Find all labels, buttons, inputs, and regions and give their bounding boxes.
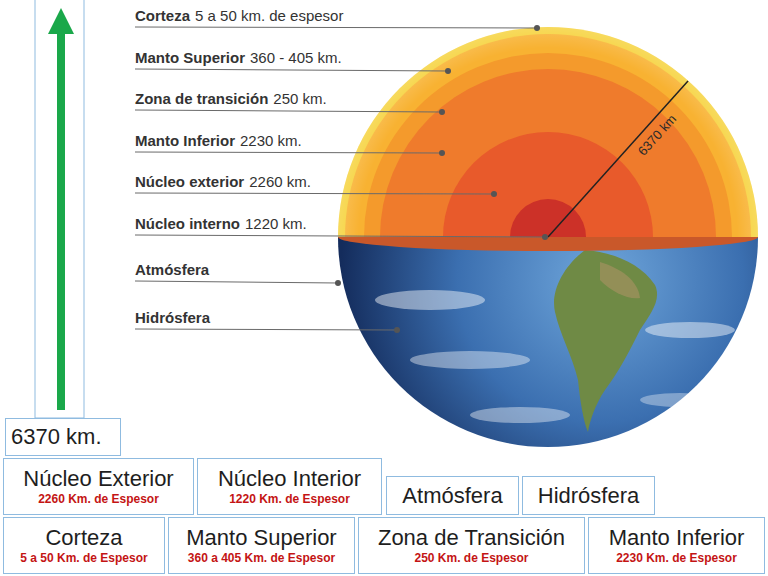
callout-name: Corteza bbox=[135, 7, 190, 24]
layer-box: Núcleo Interior1220 Km. de Espesor bbox=[197, 458, 382, 515]
callout-value: 250 km. bbox=[273, 90, 326, 107]
callout-name: Zona de transición bbox=[135, 90, 268, 107]
leader-dot bbox=[439, 150, 445, 156]
leader-line bbox=[135, 152, 442, 153]
leader-line bbox=[135, 110, 442, 112]
callout-value: 2230 km. bbox=[240, 132, 302, 149]
callout-row: Manto Superior 360 - 405 km. bbox=[135, 49, 342, 67]
layer-name: Manto Superior bbox=[186, 525, 336, 551]
callout-name: Núcleo interno bbox=[135, 215, 240, 232]
depth-box: 6370 km. bbox=[5, 418, 121, 456]
callout-row: Núcleo interno 1220 km. bbox=[135, 215, 307, 233]
arrow-frame bbox=[35, 0, 84, 418]
leader-line bbox=[135, 281, 338, 283]
arrow-head bbox=[48, 8, 74, 34]
callout-name: Atmósfera bbox=[135, 261, 209, 278]
leader-dot bbox=[534, 25, 540, 31]
callout-value: 1220 km. bbox=[245, 215, 307, 232]
layer-name: Hidrósfera bbox=[538, 483, 639, 509]
radius-line bbox=[548, 81, 688, 237]
layer-name: 6370 km. bbox=[11, 424, 102, 450]
layer-name: Atmósfera bbox=[402, 483, 502, 509]
cloud bbox=[410, 351, 530, 369]
earth-surface bbox=[338, 237, 758, 447]
cloud bbox=[645, 322, 735, 338]
leader-lines bbox=[135, 27, 545, 330]
cloud bbox=[640, 393, 720, 407]
cloud bbox=[470, 407, 570, 423]
callout-row: Atmósfera bbox=[135, 261, 209, 279]
callout-name: Núcleo exterior bbox=[135, 173, 244, 190]
callout-value: 5 a 50 km. de espesor bbox=[195, 7, 343, 24]
layer-name: Zona de Transición bbox=[378, 525, 565, 551]
layer-box: Hidrósfera bbox=[522, 476, 655, 515]
leader-dot bbox=[439, 109, 445, 115]
leader-dots bbox=[335, 25, 548, 333]
callout-name: Manto Superior bbox=[135, 49, 245, 66]
layer-box: Atmósfera bbox=[386, 476, 519, 515]
arrow-shaft bbox=[57, 32, 65, 410]
layer-box: Núcleo Exterior2260 Km. de Espesor bbox=[3, 458, 194, 515]
layer-glow bbox=[338, 27, 758, 237]
leader-line bbox=[135, 329, 397, 330]
cut-edge bbox=[338, 237, 758, 251]
leader-line bbox=[135, 27, 537, 28]
leader-line bbox=[135, 69, 448, 71]
callout-row: Núcleo exterior 2260 km. bbox=[135, 173, 311, 191]
callout-row: Manto Inferior 2230 km. bbox=[135, 132, 302, 150]
callout-name: Manto Inferior bbox=[135, 132, 235, 149]
crust-layer bbox=[338, 27, 758, 237]
thickness-note: 250 Km. de Espesor bbox=[414, 551, 528, 566]
layer-box: Manto Inferior2230 Km. de Espesor bbox=[588, 517, 765, 574]
callout-row: Zona de transición 250 km. bbox=[135, 90, 327, 108]
layer-name: Núcleo Interior bbox=[218, 466, 361, 492]
thickness-note: 5 a 50 Km. de Espesor bbox=[20, 551, 147, 566]
callout-row: Hidrósfera bbox=[135, 309, 210, 327]
leader-line bbox=[135, 235, 545, 237]
layer-box: Zona de Transición250 Km. de Espesor bbox=[358, 517, 585, 574]
thickness-note: 360 a 405 Km. de Espesor bbox=[188, 551, 335, 566]
callout-name: Hidrósfera bbox=[135, 309, 210, 326]
thickness-note: 1220 Km. de Espesor bbox=[229, 492, 350, 507]
layer-box: Corteza5 a 50 Km. de Espesor bbox=[3, 517, 165, 574]
leader-dot bbox=[335, 280, 341, 286]
continent bbox=[554, 250, 657, 432]
continent-desert bbox=[600, 262, 640, 298]
callout-value: 360 - 405 km. bbox=[250, 49, 342, 66]
layer-name: Núcleo Exterior bbox=[23, 466, 173, 492]
thickness-note: 2260 Km. de Espesor bbox=[38, 492, 159, 507]
thickness-note: 2230 Km. de Espesor bbox=[616, 551, 737, 566]
leader-dot bbox=[445, 68, 451, 74]
cloud bbox=[375, 290, 485, 310]
leader-dot bbox=[542, 234, 548, 240]
leader-dot bbox=[491, 191, 497, 197]
cross-section bbox=[338, 27, 758, 237]
layer-name: Corteza bbox=[45, 525, 122, 551]
callout-row: Corteza 5 a 50 km. de espesor bbox=[135, 7, 343, 25]
layer-name: Manto Inferior bbox=[609, 525, 745, 551]
leader-line bbox=[135, 193, 494, 194]
callout-value: 2260 km. bbox=[249, 173, 311, 190]
layer-box: Manto Superior360 a 405 Km. de Espesor bbox=[168, 517, 355, 574]
leader-dot bbox=[394, 327, 400, 333]
